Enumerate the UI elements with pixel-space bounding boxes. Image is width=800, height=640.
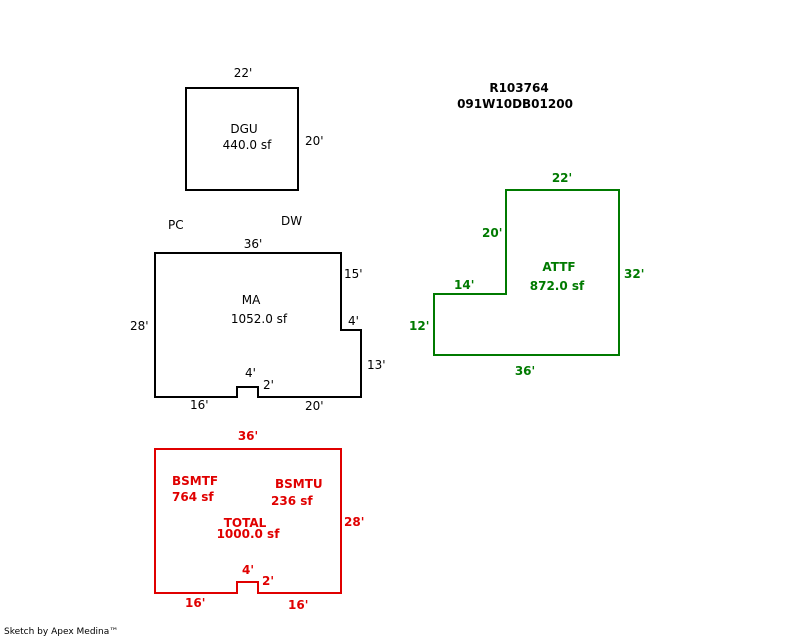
bsmtu-area: 236 sf	[271, 494, 313, 508]
bsmtu-code: BSMTU	[275, 477, 323, 491]
basement-dim-bottom-left: 16'	[185, 596, 205, 610]
footer-credit: Sketch by Apex Medina™	[4, 627, 119, 637]
dgu-area: 440.0 sf	[223, 138, 272, 152]
ma-outline	[154, 252, 362, 398]
attf-dim-right: 32'	[624, 267, 644, 281]
basement-outline	[154, 448, 342, 594]
attf-dim-lower-left: 12'	[409, 319, 429, 333]
ma-code: MA	[242, 293, 261, 307]
pc-label: PC	[168, 218, 184, 232]
attf-area: 872.0 sf	[530, 279, 585, 293]
attf-dim-upper-left: 20'	[482, 226, 502, 240]
ma-dim-step: 4'	[348, 314, 359, 328]
basement-dim-notch-width: 4'	[242, 563, 254, 577]
ma-dim-right-upper: 15'	[344, 267, 363, 281]
basement-dim-right: 28'	[344, 515, 364, 529]
dgu-dim-right: 20'	[305, 134, 324, 148]
total-label: TOTAL	[224, 516, 267, 530]
ma-dim-notch-width: 4'	[245, 366, 256, 380]
attf-dim-bottom: 36'	[515, 364, 535, 378]
attf-dim-top: 22'	[552, 171, 572, 185]
dgu-outline	[185, 87, 299, 191]
ma-dim-notch-depth: 2'	[263, 378, 274, 392]
parcel-id: R103764	[489, 81, 548, 95]
attf-code: ATTF	[542, 260, 575, 274]
basement-dim-top: 36'	[238, 429, 258, 443]
ma-dim-bottom-left: 16'	[190, 398, 209, 412]
dgu-dim-top: 22'	[234, 66, 253, 80]
ma-dim-bottom-right: 20'	[305, 399, 324, 413]
basement-dim-bottom-right: 16'	[288, 598, 308, 612]
ma-dim-top: 36'	[244, 237, 263, 251]
parcel-map-number: 091W10DB01200	[457, 97, 573, 111]
dgu-code: DGU	[230, 122, 257, 136]
bsmtf-area: 764 sf	[172, 490, 214, 504]
bsmtf-code: BSMTF	[172, 474, 218, 488]
total-area: 1000.0 sf	[217, 527, 281, 541]
ma-area: 1052.0 sf	[231, 312, 288, 326]
ma-dim-right-lower: 13'	[367, 358, 386, 372]
attf-dim-step: 14'	[454, 278, 474, 292]
attf-outline	[433, 189, 620, 356]
basement-dim-notch-depth: 2'	[262, 574, 274, 588]
ma-dim-left: 28'	[130, 319, 149, 333]
dw-label: DW	[281, 214, 302, 228]
